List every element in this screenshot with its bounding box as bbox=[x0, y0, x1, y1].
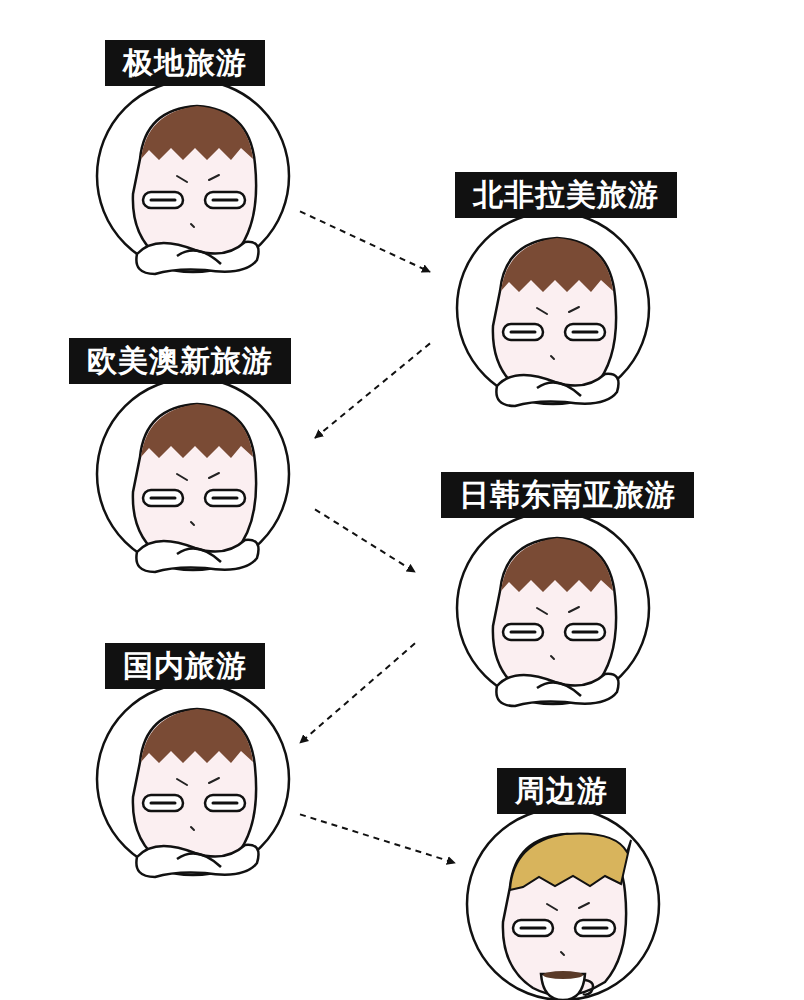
travel-stage: 周边游 bbox=[455, 768, 670, 994]
travel-stage: 国内旅游 bbox=[85, 643, 300, 881]
stage-label: 周边游 bbox=[497, 768, 626, 814]
dashed-arrow bbox=[300, 643, 415, 743]
character-face bbox=[455, 792, 675, 1000]
dashed-arrow bbox=[315, 343, 430, 438]
character-face bbox=[85, 64, 305, 283]
stage-label: 国内旅游 bbox=[105, 643, 265, 689]
dashed-arrow bbox=[315, 509, 415, 572]
character-face bbox=[85, 667, 305, 886]
stage-label: 极地旅游 bbox=[105, 40, 265, 86]
stage-label: 欧美澳新旅游 bbox=[69, 338, 291, 384]
travel-stage: 欧美澳新旅游 bbox=[50, 338, 315, 576]
stage-label: 日韩东南亚旅游 bbox=[441, 472, 694, 518]
character-face bbox=[445, 496, 665, 715]
character-face bbox=[445, 196, 665, 415]
dashed-arrow bbox=[300, 211, 430, 272]
travel-stage: 日韩东南亚旅游 bbox=[415, 472, 720, 710]
travel-stage: 极地旅游 bbox=[85, 40, 300, 278]
character-face bbox=[85, 362, 305, 581]
travel-stage: 北非拉美旅游 bbox=[430, 172, 705, 410]
stage-label: 北非拉美旅游 bbox=[455, 172, 677, 218]
dashed-arrow bbox=[300, 814, 455, 863]
